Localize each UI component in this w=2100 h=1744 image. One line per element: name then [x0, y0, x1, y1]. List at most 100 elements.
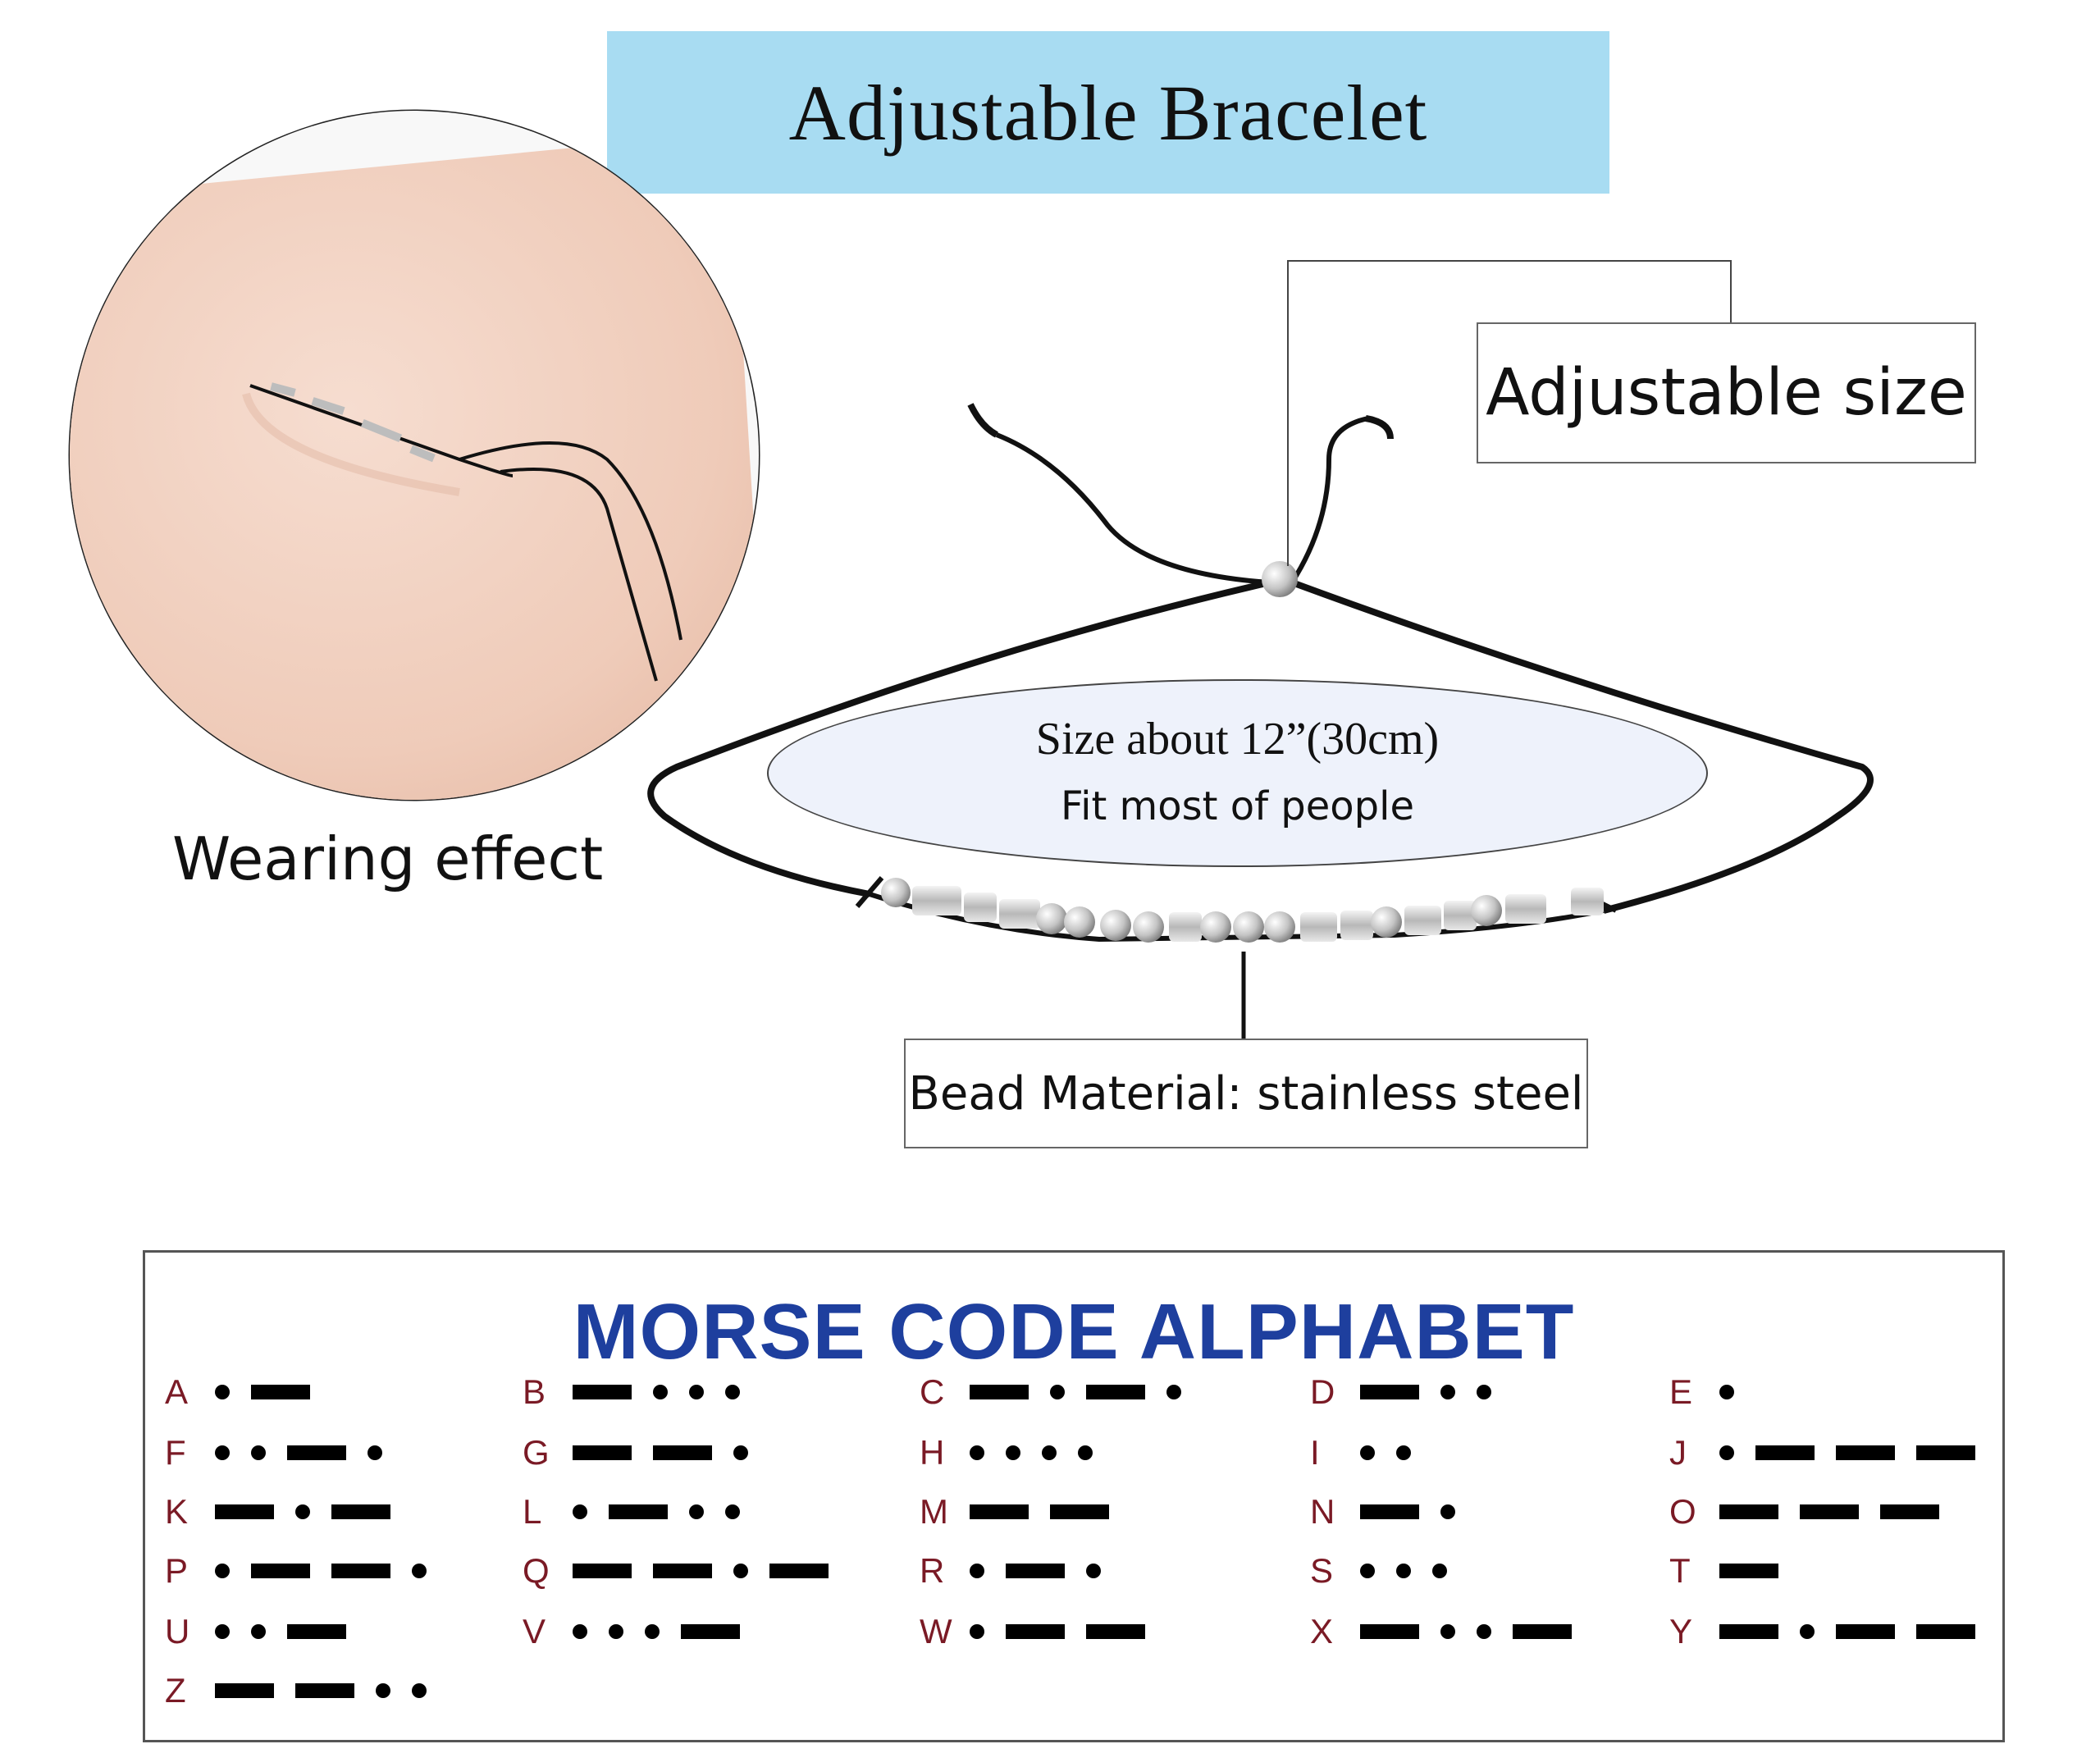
morse-dot [215, 1564, 230, 1578]
morse-dash [1719, 1504, 1778, 1519]
adjustable-size-label: Adjustable size [1477, 322, 1976, 463]
morse-dot [609, 1624, 623, 1639]
morse-dot [1477, 1385, 1491, 1399]
morse-letter: C [920, 1372, 945, 1411]
morse-letter: P [165, 1551, 189, 1590]
morse-code-symbols [1349, 1564, 1458, 1578]
morse-letter: H [920, 1433, 945, 1472]
morse-dash [331, 1564, 390, 1578]
morse-letter: J [1669, 1433, 1687, 1472]
morse-dot [725, 1385, 740, 1399]
morse-entry-x: X [1310, 1607, 1582, 1656]
morse-dot [1078, 1445, 1093, 1460]
size-callout: Size about 12”(30cm) Fit most of people [767, 679, 1708, 867]
morse-dot [1477, 1624, 1491, 1639]
morse-dot [1050, 1385, 1065, 1399]
morse-dot [215, 1624, 230, 1639]
morse-dot [251, 1445, 266, 1460]
morse-dash [573, 1445, 632, 1460]
morse-title: MORSE CODE ALPHABET [573, 1288, 1575, 1376]
morse-dash [970, 1504, 1029, 1519]
morse-entry-l: L [523, 1487, 751, 1536]
page-title: Adjustable Bracelet [788, 68, 1428, 157]
morse-dot [376, 1683, 390, 1698]
morse-letter: Z [165, 1671, 186, 1710]
morse-dash [287, 1624, 346, 1639]
morse-dash [1836, 1445, 1895, 1460]
morse-letter: F [165, 1433, 186, 1472]
morse-dash [1086, 1624, 1145, 1639]
morse-code-symbols [959, 1445, 1103, 1460]
morse-dash [1360, 1385, 1419, 1399]
morse-dot [970, 1624, 984, 1639]
morse-dash [681, 1624, 740, 1639]
morse-code-symbols [1709, 1504, 1950, 1519]
morse-letter: K [165, 1492, 189, 1531]
morse-entry-p: P [165, 1546, 437, 1596]
morse-code-symbols [959, 1504, 1120, 1519]
morse-code-symbols [204, 1445, 393, 1460]
morse-entry-m: M [920, 1487, 1120, 1536]
morse-dash [331, 1504, 390, 1519]
morse-code-symbols [204, 1385, 321, 1399]
morse-dash [287, 1445, 346, 1460]
morse-dot [215, 1385, 230, 1399]
morse-dot [368, 1445, 382, 1460]
morse-dot [733, 1445, 748, 1460]
morse-dash [609, 1504, 668, 1519]
morse-dash [1755, 1445, 1815, 1460]
morse-dash [1836, 1624, 1895, 1639]
morse-dot [1086, 1564, 1101, 1578]
morse-dash [1916, 1624, 1975, 1639]
morse-code-symbols [562, 1504, 751, 1519]
morse-letter: L [523, 1492, 542, 1531]
morse-letter: T [1669, 1551, 1691, 1590]
morse-entry-z: Z [165, 1666, 437, 1715]
morse-dot [1396, 1445, 1411, 1460]
title-banner: Adjustable Bracelet [607, 31, 1609, 194]
morse-entry-a: A [165, 1367, 321, 1417]
morse-dash [1880, 1504, 1939, 1519]
morse-entry-u: U [165, 1607, 357, 1656]
morse-dash [1086, 1385, 1145, 1399]
fit-text: Fit most of people [1061, 783, 1414, 829]
morse-code-symbols [204, 1683, 437, 1698]
morse-entry-t: T [1669, 1546, 1789, 1596]
morse-letter: I [1310, 1433, 1320, 1472]
morse-dash [653, 1564, 712, 1578]
morse-dot [1360, 1445, 1375, 1460]
morse-entry-v: V [523, 1607, 751, 1656]
morse-letter: A [165, 1372, 189, 1411]
morse-entry-d: D [1310, 1367, 1502, 1417]
morse-letter: G [523, 1433, 550, 1472]
morse-letter: W [920, 1612, 952, 1650]
morse-dash [1719, 1624, 1778, 1639]
morse-letter: O [1669, 1492, 1696, 1531]
morse-dot [1440, 1624, 1455, 1639]
morse-code-symbols [1709, 1564, 1789, 1578]
wearing-effect-label: Wearing effect [172, 824, 604, 893]
morse-entry-w: W [920, 1607, 1156, 1656]
morse-dot [970, 1445, 984, 1460]
morse-letter: U [165, 1612, 190, 1650]
morse-dash [1006, 1624, 1065, 1639]
morse-dot [573, 1624, 587, 1639]
morse-dot [1432, 1564, 1447, 1578]
morse-entry-k: K [165, 1487, 401, 1536]
morse-dot [251, 1624, 266, 1639]
morse-letter: R [920, 1551, 945, 1590]
morse-code-symbols [1349, 1445, 1422, 1460]
morse-code-symbols [1709, 1385, 1745, 1399]
morse-dash [295, 1683, 354, 1698]
morse-entry-j: J [1669, 1428, 1986, 1477]
morse-dash [215, 1683, 274, 1698]
bracelet-illustration [68, 109, 1874, 1039]
bracelet-product [647, 403, 1874, 943]
morse-letter: B [523, 1372, 546, 1411]
morse-entry-r: R [920, 1546, 1112, 1596]
morse-entry-g: G [523, 1428, 759, 1477]
morse-entry-i: I [1310, 1428, 1422, 1477]
morse-entry-n: N [1310, 1487, 1466, 1536]
morse-dot [573, 1504, 587, 1519]
